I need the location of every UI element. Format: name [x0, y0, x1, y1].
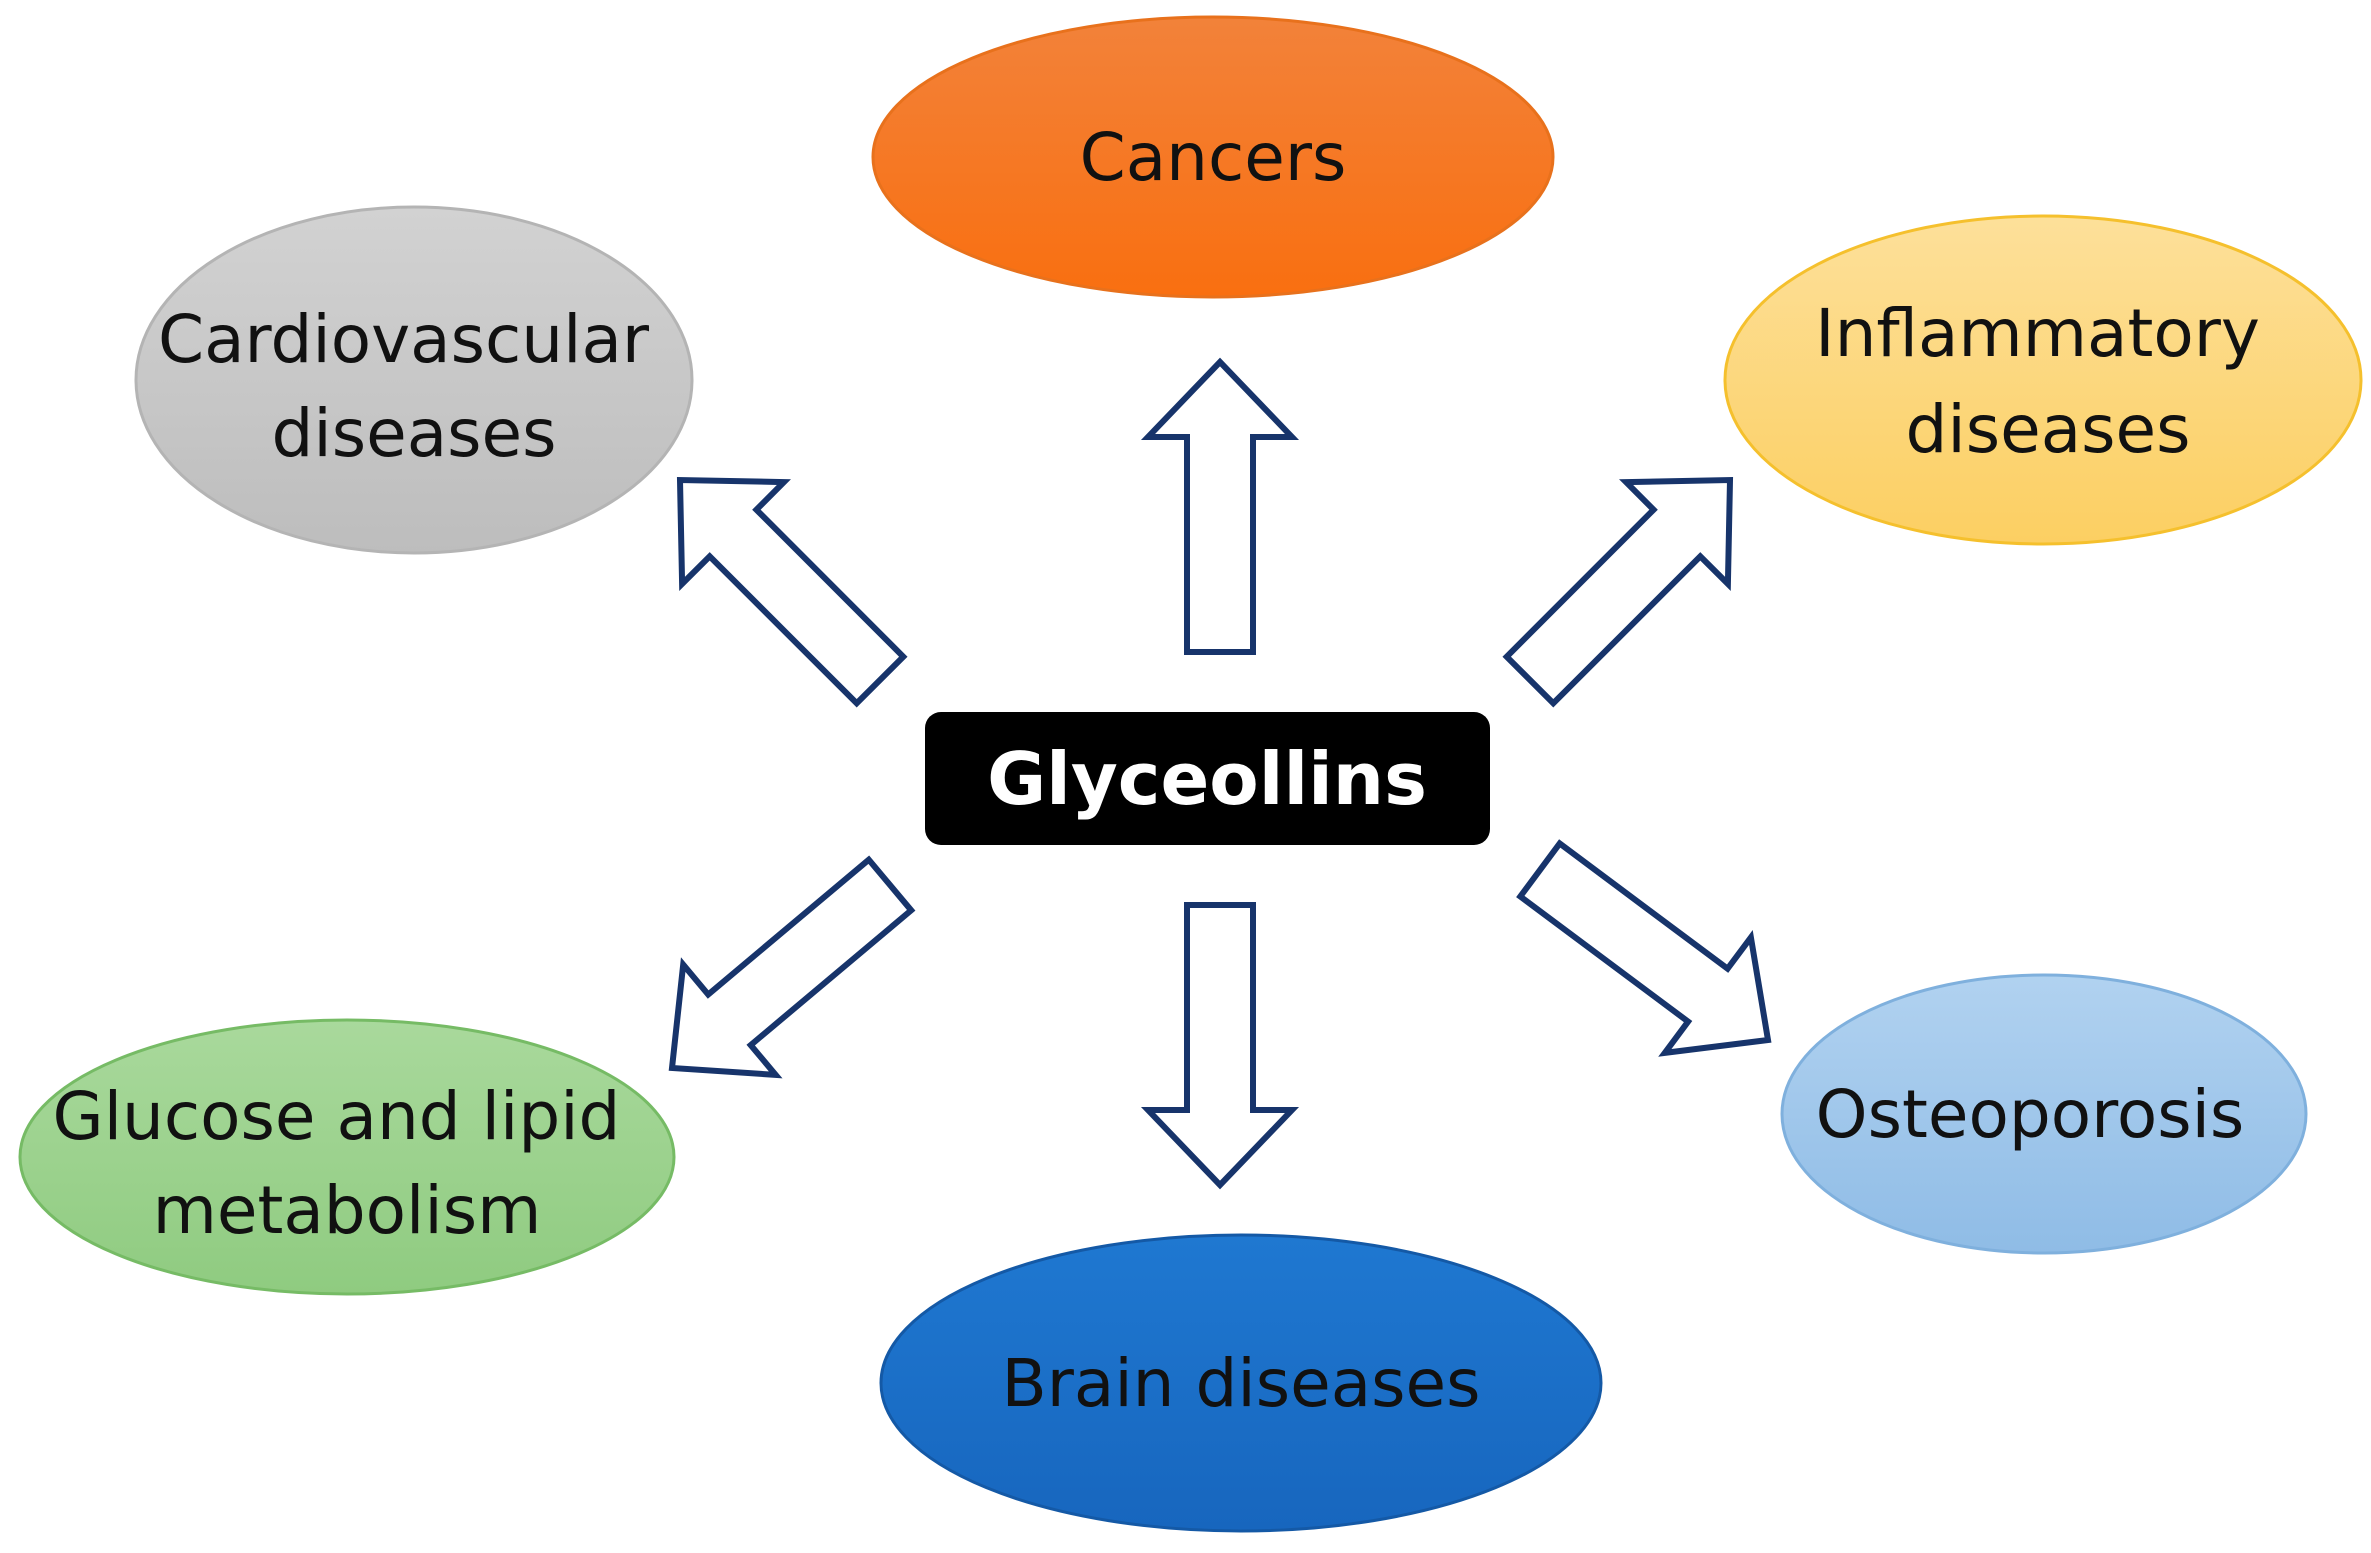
node-glucose: Glucose and lipid metabolism	[18, 1018, 676, 1296]
node-cardiovascular: Cardiovascular diseases	[134, 205, 694, 555]
arrow-to-cardiovascular	[676, 476, 908, 708]
node-osteoporosis-label: Osteoporosis	[1816, 1076, 2245, 1153]
node-glucose-label: Glucose and lipid metabolism	[53, 1078, 642, 1249]
node-osteoporosis: Osteoporosis	[1780, 973, 2308, 1255]
node-brain-label: Brain diseases	[1001, 1345, 1480, 1422]
node-osteoporosis-line-1: Osteoporosis	[1816, 1076, 2245, 1153]
node-brain: Brain diseases	[879, 1233, 1603, 1533]
node-glucose-line-2: metabolism	[153, 1172, 542, 1249]
node-brain-line-1: Brain diseases	[1001, 1345, 1480, 1422]
arrow-to-inflammatory	[1502, 476, 1734, 708]
arrow-to-osteoporosis	[1516, 839, 1772, 1057]
arrows-group	[668, 357, 1772, 1190]
node-inflammatory-line-2: diseases	[1905, 391, 2190, 468]
center-node-label: Glyceollins	[987, 737, 1427, 821]
node-glucose-line-1: Glucose and lipid	[53, 1078, 621, 1155]
node-cardiovascular-line-1: Cardiovascular	[158, 301, 650, 378]
node-glucose-shape	[18, 1018, 676, 1296]
arrow-to-brain	[1140, 902, 1300, 1190]
node-cancers-shape	[871, 15, 1555, 299]
node-inflammatory-label: Inflammatory diseases	[1815, 295, 2281, 468]
node-cancers-label: Cancers	[1080, 119, 1347, 196]
arrow-to-glucose	[668, 855, 916, 1079]
center-node: Glyceollins	[925, 712, 1490, 845]
node-cancers: Cancers	[871, 15, 1555, 299]
node-cardiovascular-label: Cardiovascular diseases	[158, 301, 670, 472]
center-node-box	[925, 712, 1490, 845]
node-cancers-line-1: Cancers	[1080, 119, 1347, 196]
arrow-to-cancers	[1140, 357, 1300, 655]
node-inflammatory-shape	[1723, 214, 2363, 546]
node-osteoporosis-shape	[1780, 973, 2308, 1255]
node-cardiovascular-line-2: diseases	[271, 395, 556, 472]
node-inflammatory-line-1: Inflammatory	[1815, 295, 2260, 372]
node-cardiovascular-shape	[134, 205, 694, 555]
node-inflammatory: Inflammatory diseases	[1723, 214, 2363, 546]
node-brain-shape	[879, 1233, 1603, 1533]
